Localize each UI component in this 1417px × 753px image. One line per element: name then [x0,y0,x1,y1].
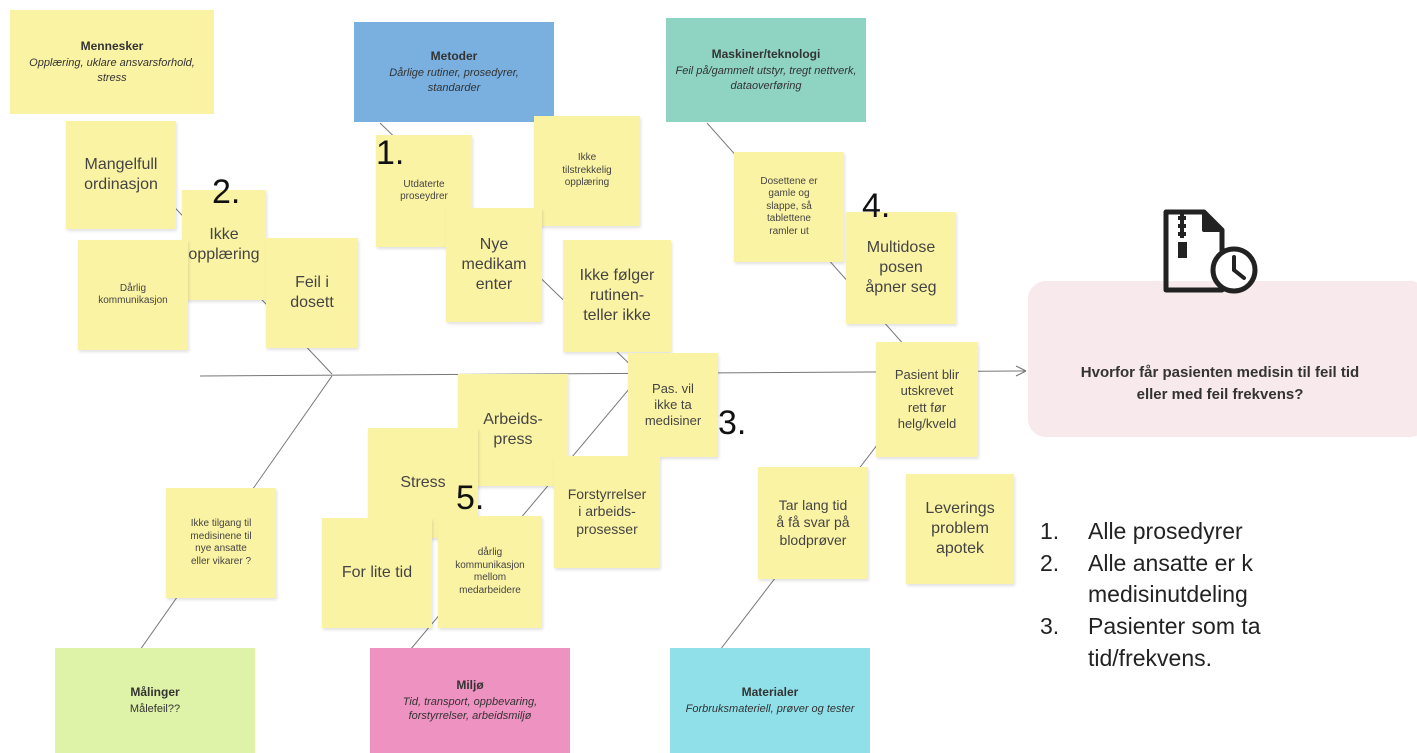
sticky-note: Ikke opplæring [182,190,266,300]
sticky-note: Tar lang tid å få svar på blodprøver [758,467,868,579]
note-text: For lite tid [341,564,413,581]
note-text: Utdaterte proseydrer [400,178,448,203]
marker-3: 3. [718,404,747,442]
list-item: 3. Pasienter som ta tid/frekvens. [1040,611,1417,674]
category-subtitle: Tid, transport, oppbevaring, forstyrrels… [402,695,538,722]
sticky-note: Dosettene er gamle og slappe, så tablett… [734,152,844,262]
category-title: Miljø [456,677,484,692]
category-maskiner: Maskiner/teknologi Feil på/gammelt utsty… [666,18,866,122]
list-number: 3. [1040,613,1060,640]
note-text: Dosettene er gamle og slappe, så tablett… [760,175,818,237]
sticky-note: Ikke følger rutinen- teller ikke [563,240,671,352]
note-text: Tar lang tid å få svar på blodprøver [776,496,850,548]
note-text: Ikke opplæring [188,226,260,263]
category-title: Materialer [741,684,799,699]
category-mennesker: Mennesker Opplæring, uklare ansvarsforho… [10,10,214,114]
category-subtitle: Feil på/gammelt utstyr, tregt nettverk, … [675,65,857,92]
list-text: Alle prosedyrer [1088,518,1243,544]
sticky-note: Multidose posen åpner seg [846,212,956,324]
list-number: 2. [1040,549,1060,576]
note-text: Forstyrrelser i arbeids- prosesser [567,485,647,537]
sticky-note: Ikke tilstrekkelig opplæring [534,116,640,226]
marker-5: 5. [456,479,485,517]
note-text: Ikke tilstrekkelig opplæring [562,152,612,189]
category-subtitle: Dårlige rutiner, prosedyrer, standarder [389,67,519,94]
sticky-note: Nye medikam enter [446,208,542,322]
action-list: 1. Alle prosedyrer 2. Alle ansatte er k … [1040,516,1417,675]
note-text: Pasient blir utskrevet rett før helg/kve… [894,367,960,431]
note-text: dårlig kommunikasjon mellom medarbeidere [455,547,525,596]
note-text: Ikke følger rutinen- teller ikke [579,267,655,324]
sticky-note: Mangelfull ordinasjon [66,121,176,229]
sticky-note: Pas. vil ikke ta medisiner [628,353,718,457]
note-text: Arbeids- press [483,411,543,448]
marker-2: 2. [212,173,241,211]
list-number: 1. [1040,518,1060,544]
note-text: Feil i dosett [290,274,334,311]
category-metoder: Metoder Dårlige rutiner, prosedyrer, sta… [354,22,554,122]
note-text: Mangelfull ordinasjon [84,156,158,193]
note-text: Leverings problem apotek [925,500,995,557]
category-title: Maskiner/teknologi [711,47,821,62]
category-materialer: Materialer Forbruksmateriell, prøver og … [670,648,870,753]
note-text: Ikke tilgang til medisinene til nye ansa… [190,518,252,567]
list-item: 2. Alle ansatte er k medisinutdeling [1040,548,1417,611]
marker-4: 4. [862,187,891,225]
spine-arrowhead [1015,365,1027,377]
note-text: Nye medikam enter [461,236,527,293]
list-item: 1. Alle prosedyrer [1040,516,1417,548]
category-malinger: Målinger Målefeil?? [55,648,255,753]
list-text: Alle ansatte er k medisinutdeling [1088,549,1253,608]
category-subtitle: Forbruksmateriell, prøver og tester [685,702,855,715]
effect-question: Hvorfor får pasienten medisin til feil t… [1080,364,1360,403]
category-miljo: Miljø Tid, transport, oppbevaring, forst… [370,648,570,753]
marker-1: 1. [376,134,405,172]
list-text: Pasienter som ta tid/frekvens. [1088,613,1261,671]
sticky-note: Ikke tilgang til medisinene til nye ansa… [166,488,276,598]
category-title: Mennesker [80,39,144,54]
sticky-note: Leverings problem apotek [906,474,1014,584]
note-text: Multidose posen åpner seg [865,239,937,296]
category-subtitle: Opplæring, uklare ansvarsforhold, stress [29,57,195,84]
sticky-note: Feil i dosett [266,238,358,348]
sticky-note: Forstyrrelser i arbeids- prosesser [554,456,660,568]
note-text: Pas. vil ikke ta medisiner [644,380,702,429]
category-title: Metoder [430,49,478,64]
category-subtitle: Målefeil?? [129,702,181,715]
note-text: Stress [400,474,446,491]
sticky-note: Pasient blir utskrevet rett før helg/kve… [876,342,978,457]
effect-box [1028,281,1417,437]
category-title: Målinger [130,684,180,699]
sticky-note: For lite tid [322,518,432,628]
sticky-note: Dårlig kommunikasjon [78,240,188,350]
file-clock-icon [1163,209,1258,294]
note-text: Dårlig kommunikasjon [98,282,168,307]
sticky-note: dårlig kommunikasjon mellom medarbeidere [438,516,542,628]
